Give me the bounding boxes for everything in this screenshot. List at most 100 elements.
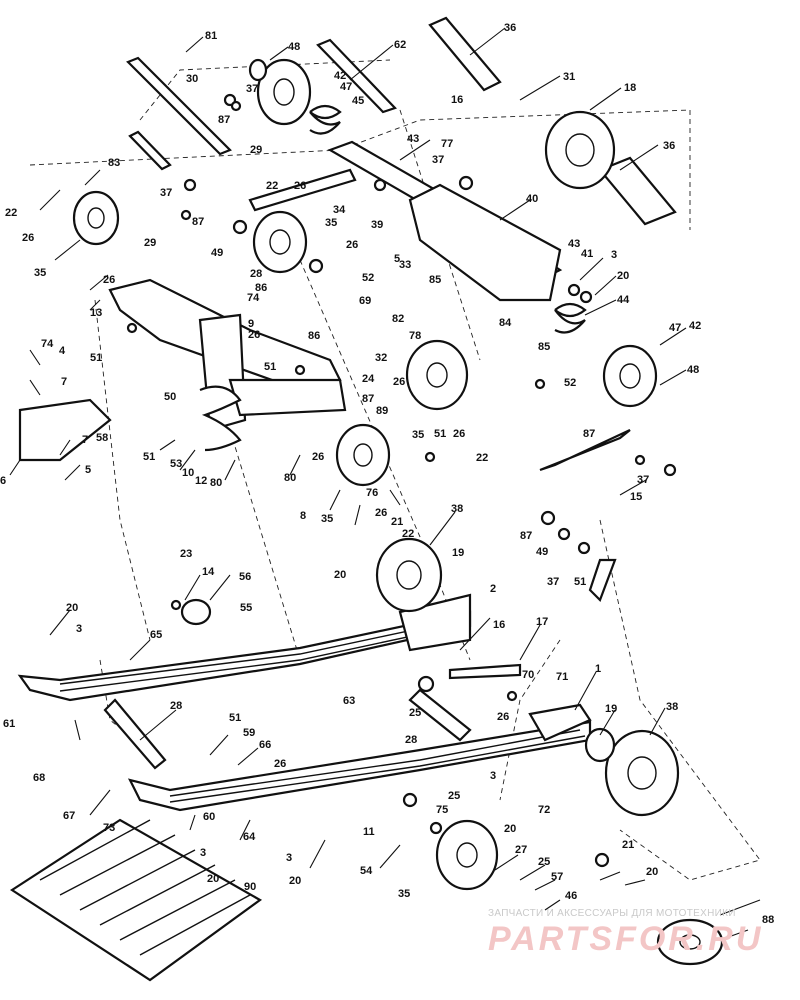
callout-76: 76	[366, 487, 378, 499]
callout-77: 77	[441, 138, 453, 150]
callout-3: 3	[611, 249, 617, 261]
callout-7: 7	[61, 376, 67, 388]
callout-48: 48	[687, 364, 699, 376]
callout-26: 26	[453, 428, 465, 440]
callout-42: 42	[689, 320, 701, 332]
callout-14: 14	[202, 566, 215, 578]
callout-32: 32	[375, 352, 387, 364]
callout-43: 43	[568, 238, 580, 250]
callout-40: 40	[526, 193, 538, 205]
callout-16: 16	[451, 94, 463, 106]
callout-39: 39	[371, 219, 383, 231]
callout-38: 38	[451, 503, 463, 515]
wheels	[72, 58, 680, 891]
callout-25: 25	[538, 856, 550, 868]
callout-82: 82	[392, 313, 404, 325]
callout-51: 51	[574, 576, 586, 588]
callout-86: 86	[308, 330, 320, 342]
callout-57: 57	[551, 871, 563, 883]
callout-49: 49	[211, 247, 223, 259]
callout-51: 51	[434, 428, 446, 440]
callout-37: 37	[160, 187, 172, 199]
callout-21: 21	[391, 516, 403, 528]
callout-25: 25	[409, 707, 421, 719]
callout-9: 9	[248, 318, 254, 330]
callout-26: 26	[393, 376, 405, 388]
callout-22: 22	[402, 528, 414, 540]
callout-45: 45	[352, 95, 364, 107]
callout-90: 90	[244, 881, 256, 893]
callout-37: 37	[547, 576, 559, 588]
callout-38: 38	[666, 701, 678, 713]
callout-20: 20	[617, 270, 629, 282]
watermark: ЗАПЧАСТИ И АКСЕССУАРЫ ДЛЯ МОТОТЕХНИКИ PA…	[488, 908, 760, 958]
callout-10: 10	[182, 467, 194, 479]
callout-58: 58	[96, 432, 108, 444]
callout-48: 48	[288, 41, 300, 53]
callout-51: 51	[229, 712, 241, 724]
callout-29: 29	[144, 237, 156, 249]
callout-74: 74	[41, 338, 54, 350]
callout-19: 19	[452, 547, 464, 559]
callout-70: 70	[522, 669, 534, 681]
springs	[199, 104, 587, 452]
callout-72: 72	[538, 804, 550, 816]
callout-26: 26	[375, 507, 387, 519]
callout-36: 36	[663, 140, 675, 152]
callout-22: 22	[266, 180, 278, 192]
callout-23: 23	[180, 548, 192, 560]
callout-20: 20	[504, 823, 516, 835]
callout-87: 87	[362, 393, 374, 405]
callout-51: 51	[264, 361, 276, 373]
leader-lines	[9, 27, 761, 941]
callout-87: 87	[520, 530, 532, 542]
callout-85: 85	[429, 274, 441, 286]
callout-1: 1	[595, 663, 601, 675]
callout-88: 88	[762, 914, 774, 926]
callout-5: 5	[394, 253, 400, 265]
callout-28: 28	[170, 700, 182, 712]
callout-35: 35	[398, 888, 410, 900]
callout-6: 6	[0, 475, 6, 487]
callout-62: 62	[394, 39, 406, 51]
callout-51: 51	[143, 451, 155, 463]
callout-26: 26	[22, 232, 34, 244]
callout-83: 83	[108, 157, 120, 169]
callout-30: 30	[186, 73, 198, 85]
callout-3: 3	[286, 852, 292, 864]
track	[9, 818, 263, 982]
callout-54: 54	[360, 865, 373, 877]
callout-73: 73	[103, 822, 115, 834]
callout-11: 11	[363, 826, 375, 838]
callout-80: 80	[210, 477, 222, 489]
rails	[17, 593, 592, 812]
callout-42: 42	[334, 70, 346, 82]
callout-26: 26	[294, 180, 306, 192]
callout-37: 37	[432, 154, 444, 166]
callout-15: 15	[630, 491, 642, 503]
callout-36: 36	[504, 22, 516, 34]
callout-59: 59	[243, 727, 255, 739]
callout-49: 49	[536, 546, 548, 558]
callout-3: 3	[76, 623, 82, 635]
callout-16: 16	[493, 619, 505, 631]
callout-47: 47	[669, 322, 681, 334]
callout-28: 28	[405, 734, 417, 746]
callout-35: 35	[321, 513, 333, 525]
callout-5: 5	[85, 464, 91, 476]
callout-26: 26	[274, 758, 286, 770]
callout-68: 68	[33, 772, 45, 784]
callout-67: 67	[63, 810, 75, 822]
callout-12: 12	[195, 475, 207, 487]
callout-20: 20	[207, 873, 219, 885]
callout-71: 71	[556, 671, 568, 683]
callout-26: 26	[497, 711, 509, 723]
callout-60: 60	[203, 811, 215, 823]
callout-64: 64	[243, 831, 256, 843]
callout-74: 74	[247, 292, 260, 304]
callout-78: 78	[409, 330, 421, 342]
callout-46: 46	[565, 890, 577, 902]
callout-80: 80	[284, 472, 296, 484]
callout-2: 2	[490, 583, 496, 595]
callout-21: 21	[622, 839, 634, 851]
